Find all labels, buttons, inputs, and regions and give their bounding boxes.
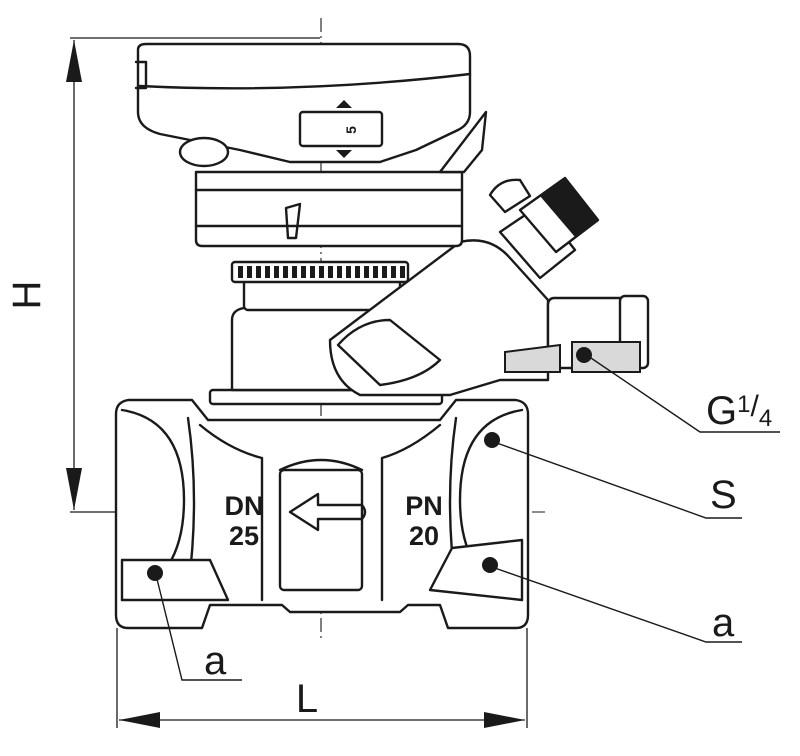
thread-label: G1/4 — [706, 389, 772, 433]
knurl-tooth — [247, 266, 252, 278]
knurl-tooth — [328, 266, 333, 278]
length-dimension: L — [116, 628, 528, 728]
knurl-tooth — [301, 266, 306, 278]
right-tap-boss — [428, 538, 524, 602]
tap-point-left — [147, 565, 163, 581]
knurl-tooth — [382, 266, 387, 278]
body-outline — [114, 398, 530, 630]
pn-label: PN — [405, 491, 443, 521]
callout-tap-left: a — [155, 574, 242, 683]
flow-direction-arrow-icon — [288, 492, 367, 532]
handwheel-cap — [136, 42, 472, 164]
thread-label-frac: / — [750, 390, 759, 423]
knurl-teeth — [238, 266, 405, 278]
length-arrow-right — [484, 712, 525, 728]
tap-left-leader — [155, 574, 242, 681]
knurl-tooth — [355, 266, 360, 278]
tap-right-label: a — [712, 601, 735, 645]
handwheel-side-tab — [438, 110, 488, 174]
pn-value: 20 — [409, 521, 439, 551]
height-label: H — [5, 281, 49, 310]
knurl-tooth — [283, 266, 288, 278]
knurl-tooth — [400, 266, 405, 278]
length-label: L — [296, 677, 318, 721]
handwheel-lock-pin — [284, 202, 302, 240]
callout-thread: G1/4 — [587, 355, 780, 433]
knurl-tooth — [391, 266, 396, 278]
measuring-branch — [328, 176, 650, 397]
branch-facet — [336, 318, 442, 387]
knurl-tooth — [346, 266, 351, 278]
test-port-tab — [488, 178, 532, 214]
scale-marker-up-icon — [336, 100, 352, 108]
body-inner-curve — [278, 458, 364, 472]
scale-marker-down-icon — [336, 150, 352, 158]
wrench-size-label: S — [710, 473, 737, 517]
height-dimension: H — [5, 37, 320, 513]
callout-wrench: S — [493, 441, 742, 519]
tap-point-right — [482, 557, 498, 573]
valve-body — [114, 388, 530, 630]
handwheel-lock-hole — [178, 136, 230, 168]
callout-tap-right: a — [491, 566, 742, 645]
tap-left-label: a — [204, 639, 227, 683]
knurl-tooth — [265, 266, 270, 278]
knurl-tooth — [319, 266, 324, 278]
presetting-scale-window — [298, 110, 384, 148]
height-arrow-bottom — [66, 468, 82, 510]
dn-label: DN — [225, 491, 264, 521]
thread-label-sub: 4 — [759, 405, 772, 432]
knurl-tooth — [292, 266, 297, 278]
body-waist-left — [198, 423, 264, 602]
knurl-tooth — [364, 266, 369, 278]
knurl-tooth — [238, 266, 243, 278]
dn-value: 25 — [229, 521, 259, 551]
thread-label-sup: 1 — [737, 391, 750, 418]
branch-section-left — [504, 343, 561, 373]
knurl-tooth — [256, 266, 261, 278]
knurl-tooth — [337, 266, 342, 278]
presetting-scale-value: 5 — [343, 126, 359, 134]
thread-point — [576, 347, 592, 363]
left-tap-boss — [120, 558, 230, 602]
test-port-cap-knurl — [540, 178, 598, 237]
knurl-tooth — [274, 266, 279, 278]
body-waist-right — [380, 423, 442, 602]
tap-right-leader — [491, 566, 742, 643]
handwheel-cap-ridge — [138, 72, 472, 90]
thread-label-main: G — [706, 389, 737, 433]
wrench-leader — [493, 441, 742, 519]
handwheel-clip — [134, 60, 148, 90]
handwheel-skirt — [194, 170, 464, 248]
knurl-tooth — [373, 266, 378, 278]
height-arrow-top — [66, 40, 82, 82]
body-center-panel — [278, 468, 364, 592]
handwheel: 5 — [134, 42, 488, 248]
knurl-tooth — [310, 266, 315, 278]
branch-housing — [328, 239, 550, 397]
wrench-flat-point — [484, 432, 500, 448]
length-arrow-left — [119, 712, 160, 728]
thread-leader — [587, 355, 780, 433]
